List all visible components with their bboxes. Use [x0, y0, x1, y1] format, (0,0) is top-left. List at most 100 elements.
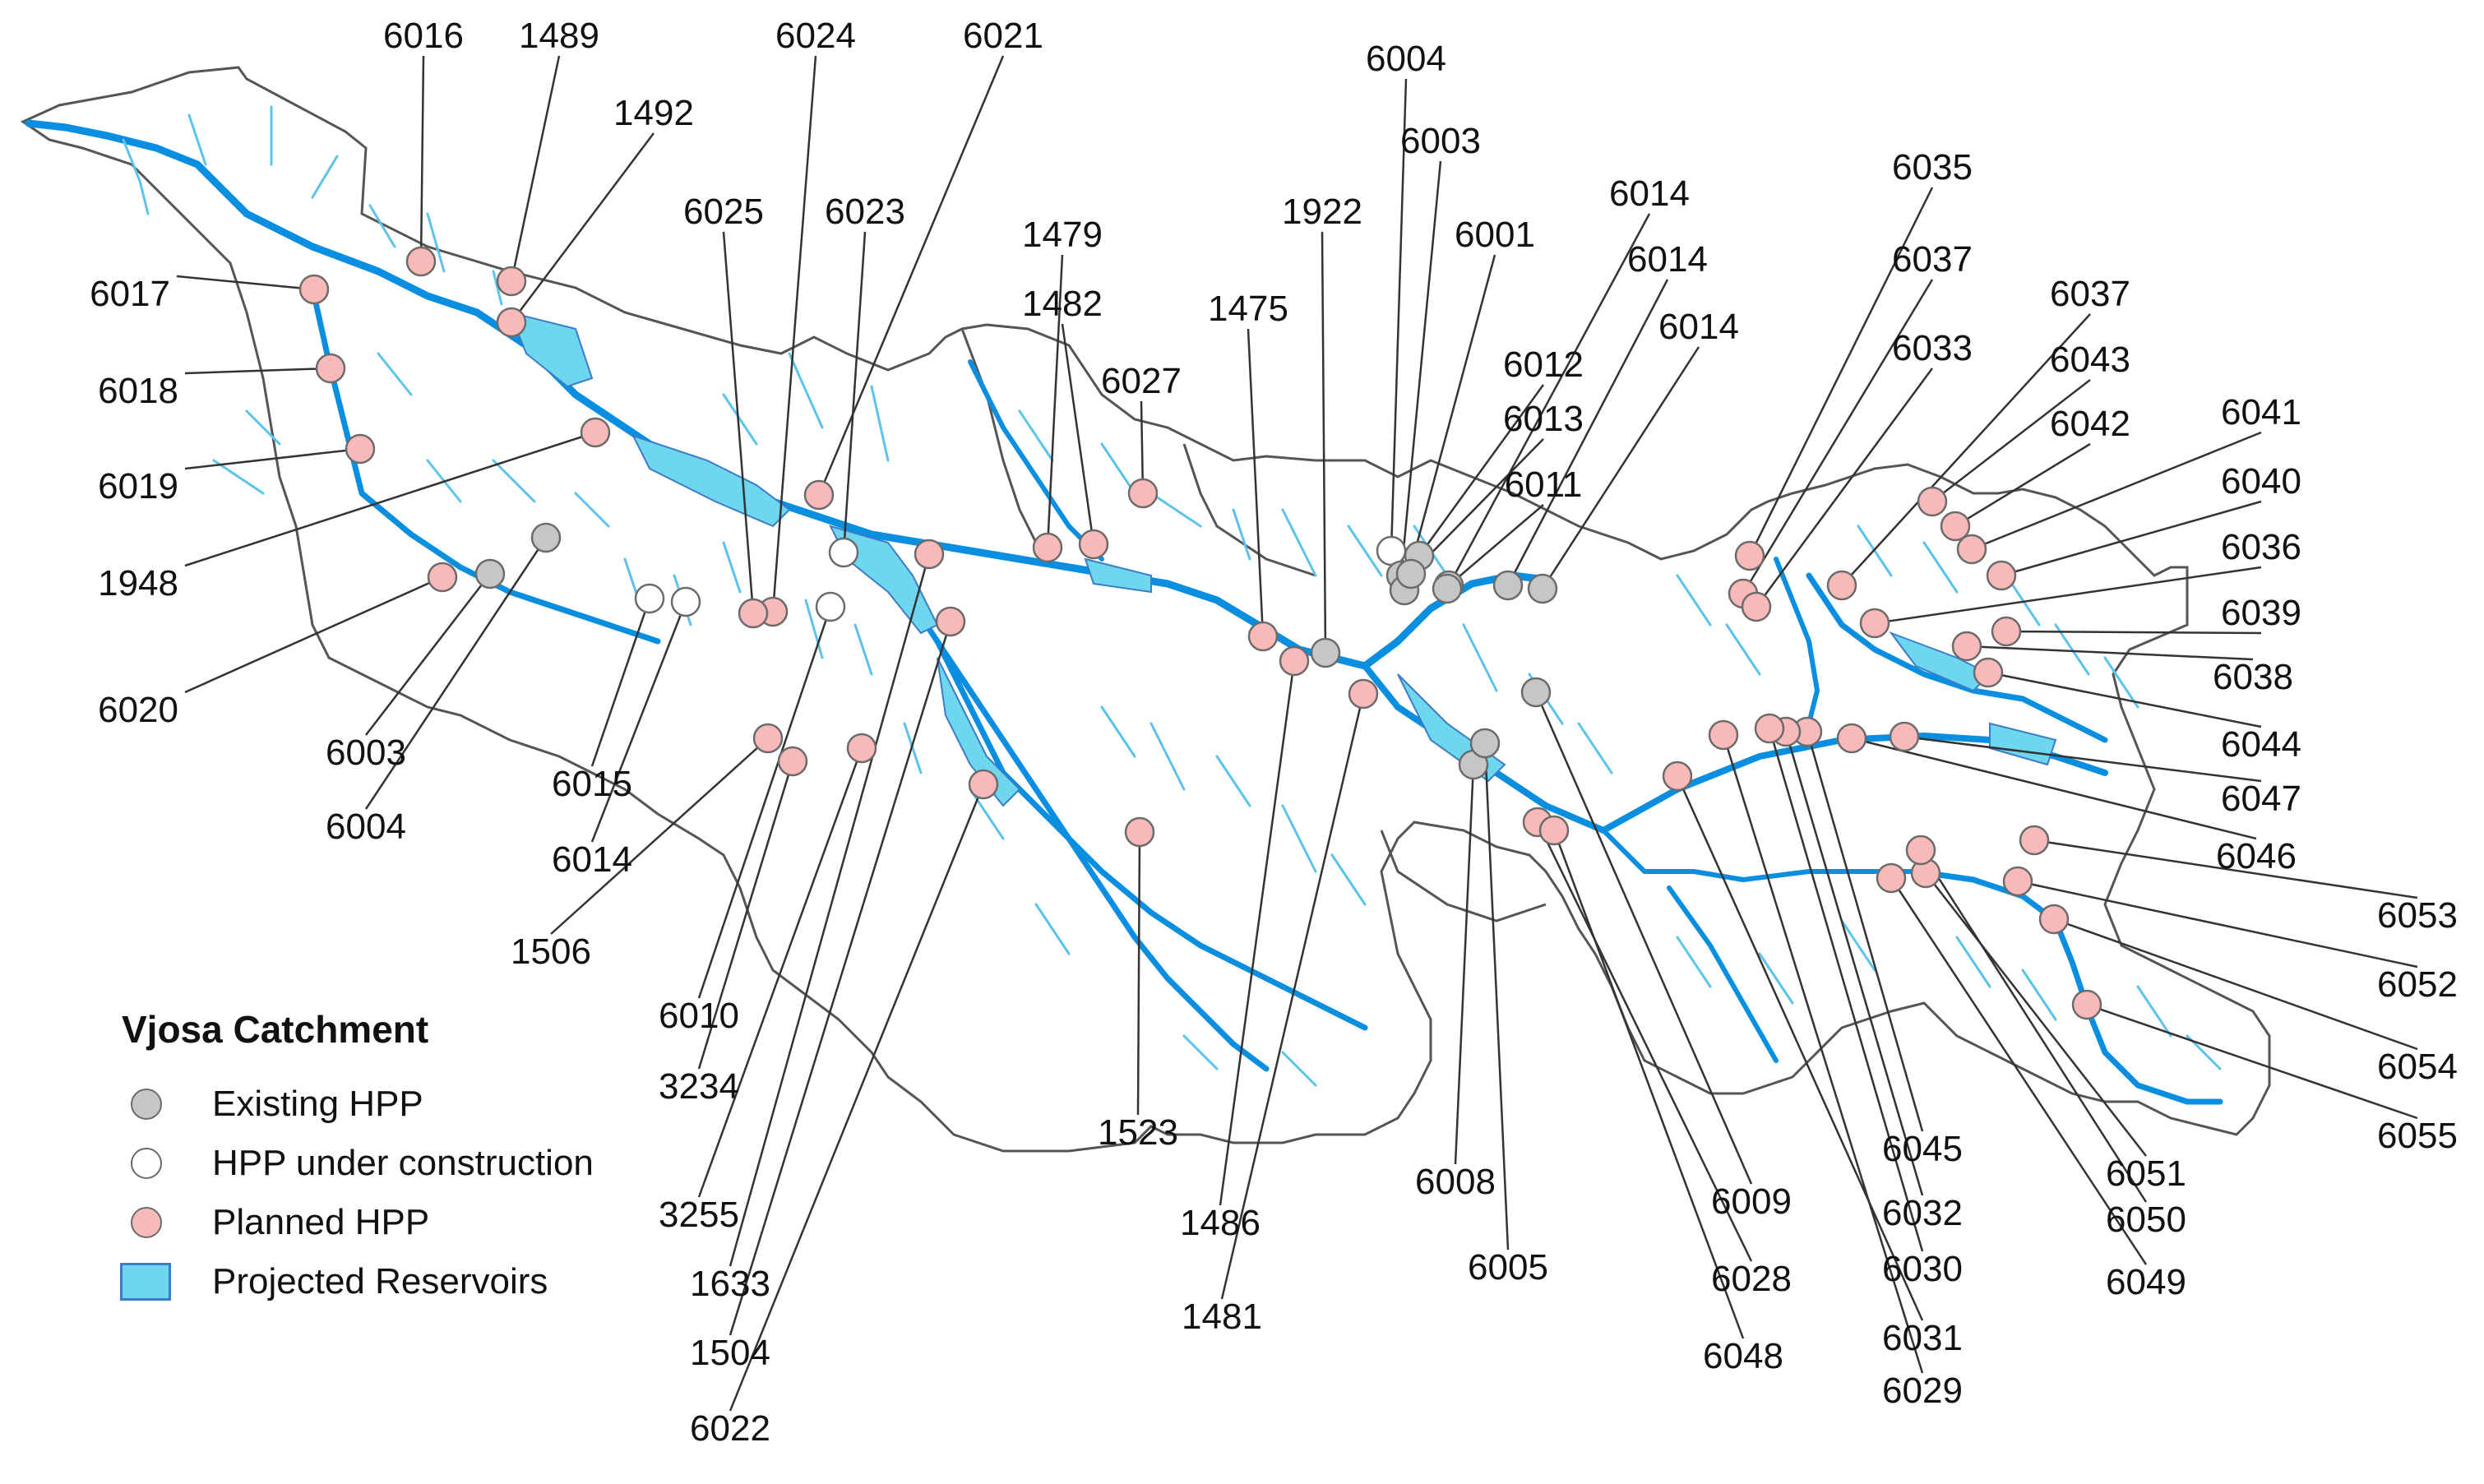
- hpp-marker-planned-6044[interactable]: [1973, 657, 2004, 688]
- hpp-marker-planned-6018[interactable]: [315, 353, 346, 384]
- hpp-marker-planned-6050[interactable]: [1905, 834, 1936, 866]
- hpp-marker-construction-6014[interactable]: [670, 586, 701, 617]
- hpp-marker-planned-6047[interactable]: [1889, 721, 1920, 752]
- hpp-marker-planned-1482[interactable]: [1078, 529, 1109, 560]
- hpp-marker-planned-6035[interactable]: [1734, 540, 1765, 571]
- hpp-marker-existing-6005[interactable]: [1469, 728, 1501, 759]
- leader-line-1481: [1220, 693, 1365, 1300]
- reservoir-symbol: [120, 1263, 171, 1301]
- site-label-3234: 3234: [659, 1066, 739, 1107]
- leader-line-6055: [2086, 1003, 2418, 1120]
- hpp-marker-planned-1504[interactable]: [935, 606, 966, 637]
- hpp-marker-planned-6029[interactable]: [1708, 719, 1739, 751]
- site-label-6001: 6001: [1455, 215, 1535, 255]
- hpp-marker-planned-6043[interactable]: [1917, 486, 1948, 517]
- site-label-1922: 1922: [1282, 192, 1362, 232]
- hpp-marker-planned-6019[interactable]: [345, 433, 376, 465]
- hpp-marker-planned-1506[interactable]: [752, 723, 784, 754]
- hpp-marker-planned-6017[interactable]: [298, 274, 330, 305]
- leader-line-6009: [1534, 691, 1753, 1185]
- site-label-6043: 6043: [2050, 340, 2130, 380]
- hpp-marker-construction-6015[interactable]: [634, 583, 665, 614]
- hpp-marker-planned-6031[interactable]: [1662, 760, 1693, 792]
- hpp-marker-planned-1523[interactable]: [1124, 816, 1155, 848]
- hpp-marker-existing-6014[interactable]: [1432, 573, 1463, 604]
- leader-line-1492: [511, 132, 655, 323]
- hpp-marker-planned-1948[interactable]: [580, 417, 611, 448]
- site-label-6023: 6023: [825, 192, 905, 232]
- planned-hpp-symbol: [131, 1207, 162, 1238]
- hpp-marker-construction-6023[interactable]: [828, 537, 859, 568]
- hpp-marker-planned-6052[interactable]: [2002, 866, 2033, 897]
- legend-item-construction: HPP under construction: [122, 1134, 697, 1193]
- hpp-marker-planned-6048[interactable]: [1538, 815, 1570, 846]
- leader-line-6045: [1806, 731, 1924, 1132]
- leader-line-1922: [1321, 231, 1327, 654]
- leader-line-1504: [729, 621, 952, 1336]
- hpp-marker-existing-6014[interactable]: [1527, 573, 1558, 604]
- hpp-marker-planned-1475[interactable]: [1247, 621, 1279, 652]
- site-label-6049: 6049: [2106, 1262, 2186, 1302]
- hpp-marker-planned-6054[interactable]: [2038, 904, 2070, 935]
- site-label-1948: 1948: [98, 563, 178, 603]
- site-label-6046: 6046: [2216, 836, 2297, 876]
- leader-line-6021: [817, 55, 1005, 496]
- site-label-1479: 1479: [1022, 215, 1103, 255]
- site-label-6009: 6009: [1711, 1181, 1792, 1222]
- hpp-marker-existing-6003[interactable]: [474, 558, 506, 589]
- site-label-6014: 6014: [1609, 173, 1690, 214]
- hpp-marker-planned-1486[interactable]: [1279, 645, 1310, 677]
- hpp-marker-planned-6022[interactable]: [968, 769, 999, 800]
- site-label-6055: 6055: [2377, 1116, 2458, 1156]
- hpp-marker-planned-1481[interactable]: [1348, 678, 1379, 710]
- hpp-marker-planned-1492[interactable]: [496, 307, 527, 338]
- hpp-marker-planned-6033[interactable]: [1741, 591, 1772, 622]
- hpp-marker-existing-6004[interactable]: [530, 522, 562, 553]
- hpp-marker-planned-6025[interactable]: [738, 598, 769, 629]
- leader-line-6043: [1931, 379, 2091, 502]
- leader-line-6027: [1140, 400, 1145, 494]
- hpp-marker-existing-6013[interactable]: [1395, 558, 1427, 589]
- hpp-marker-existing-1922[interactable]: [1310, 637, 1341, 668]
- site-label-6052: 6052: [2377, 964, 2458, 1005]
- tributary-north: [968, 359, 1104, 562]
- site-label-6040: 6040: [2221, 461, 2301, 502]
- hpp-marker-construction-6010[interactable]: [815, 591, 846, 622]
- hpp-marker-planned-6053[interactable]: [2019, 825, 2050, 856]
- hpp-marker-planned-3255[interactable]: [846, 733, 877, 764]
- leader-line-1475: [1247, 328, 1265, 637]
- site-label-6022: 6022: [690, 1408, 770, 1449]
- hpp-marker-planned-6030[interactable]: [1754, 713, 1785, 744]
- hpp-marker-existing-6014[interactable]: [1492, 570, 1524, 601]
- hpp-marker-planned-1633[interactable]: [914, 539, 945, 570]
- hpp-marker-planned-6049[interactable]: [1876, 862, 1907, 894]
- hpp-marker-planned-3234[interactable]: [777, 746, 808, 777]
- hpp-marker-planned-1489[interactable]: [496, 266, 527, 297]
- leader-line-1486: [1219, 660, 1296, 1206]
- site-label-6012: 6012: [1503, 344, 1584, 385]
- hpp-marker-planned-6021[interactable]: [803, 479, 835, 511]
- hpp-marker-planned-6046[interactable]: [1836, 723, 1867, 754]
- hpp-marker-planned-6040[interactable]: [1986, 560, 2017, 591]
- hpp-marker-planned-6016[interactable]: [405, 246, 437, 277]
- site-label-6041: 6041: [2221, 392, 2301, 432]
- leader-line-6029: [1722, 734, 1924, 1374]
- hpp-marker-planned-6039[interactable]: [1991, 616, 2022, 647]
- hpp-marker-planned-6055[interactable]: [2071, 989, 2102, 1020]
- leader-line-6030: [1768, 728, 1924, 1252]
- hpp-marker-planned-6036[interactable]: [1859, 608, 1890, 639]
- hpp-marker-planned-6027[interactable]: [1127, 478, 1159, 509]
- hpp-marker-planned-6020[interactable]: [427, 562, 458, 593]
- hpp-marker-planned-6042[interactable]: [1940, 511, 1971, 542]
- hpp-marker-existing-6009[interactable]: [1520, 677, 1552, 708]
- hpp-marker-planned-6038[interactable]: [1951, 631, 1982, 662]
- legend: Vjosa Catchment Existing HPP HPP under c…: [120, 1007, 697, 1311]
- site-label-6016: 6016: [383, 16, 464, 56]
- hpp-marker-planned-6041[interactable]: [1956, 534, 1987, 565]
- leader-line-6052: [2017, 880, 2418, 969]
- hpp-markers: [298, 246, 2102, 1020]
- leader-line-6019: [184, 447, 361, 470]
- hpp-marker-planned-6037[interactable]: [1826, 570, 1857, 601]
- hpp-marker-planned-1479[interactable]: [1032, 532, 1063, 563]
